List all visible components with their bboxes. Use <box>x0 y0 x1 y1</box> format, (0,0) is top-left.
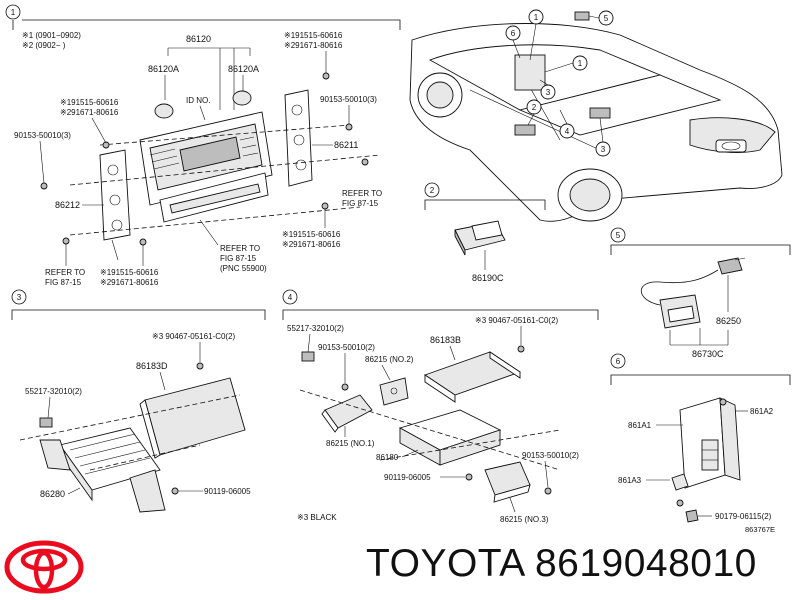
id-number-label: ID NO. <box>186 96 210 105</box>
label-86120a-right: 86120A <box>228 64 259 74</box>
label-86215-no2: 86215 (NO.2) <box>365 355 414 364</box>
label-86190c: 86190C <box>472 273 504 283</box>
label-86215-no3: 86215 (NO.3) <box>500 515 549 524</box>
refer-right-2: FIG 87-15 <box>342 199 379 208</box>
bracket-86215-no1 <box>321 394 373 433</box>
label-861a2: 861A2 <box>750 407 774 416</box>
note-2: ※2 (0902− ) <box>22 41 66 50</box>
label-90467-s4: ※3 90467-05161-C0(2) <box>475 316 559 325</box>
label-291671-top-left: ※291671-80616 <box>60 108 119 117</box>
refer-bottom-left-1: REFER TO <box>45 268 85 277</box>
label-86180: 86180 <box>376 453 399 462</box>
radio-head-unit <box>139 111 273 223</box>
car-callout-7: 4 <box>565 127 570 136</box>
refer-bottom-1: REFER TO <box>220 244 260 253</box>
knob-right <box>232 90 252 106</box>
label-291671-top-right: ※291671-80616 <box>284 41 343 50</box>
amplifier-86280 <box>39 427 166 513</box>
car-callout-2: 5 <box>604 14 609 23</box>
label-291671-bottom-right: ※291671-80616 <box>282 240 341 249</box>
figure-code: 863767E <box>745 525 775 534</box>
car-callout-8: 3 <box>601 145 606 154</box>
section-1-num: 1 <box>11 8 16 17</box>
note-1: ※1 (0901−0902) <box>22 31 81 40</box>
refer-bottom-2: FIG 87-15 <box>220 254 257 263</box>
label-86183b: 86183B <box>430 335 461 345</box>
black-note: ※3 BLACK <box>297 513 337 522</box>
label-86250: 86250 <box>716 316 741 326</box>
usb-cable-86730c <box>641 257 746 329</box>
label-86211: 86211 <box>334 140 358 150</box>
section-4-num: 4 <box>288 293 293 302</box>
label-90119-s4: 90119-06005 <box>384 473 431 482</box>
brand-part-number: 8619048010 <box>534 542 757 585</box>
bracket-86215-no3 <box>484 461 531 503</box>
section-3: 3 ※3 90467-05161-C0(2) 86183D 55217-3201… <box>11 289 266 513</box>
section-1: 1 ※1 (0901−0902) ※2 (0902− ) 86120 86120… <box>5 4 401 287</box>
section-2: 2 86190C <box>424 182 546 283</box>
label-90153-left: 90153-50010(3) <box>14 131 71 140</box>
label-90153-s4-right: 90153-50010(2) <box>522 451 579 460</box>
knob-left <box>154 103 174 119</box>
section-6-num: 6 <box>616 357 621 366</box>
label-861a3: 861A3 <box>618 476 642 485</box>
car-callout-4: 1 <box>578 59 583 68</box>
car-callout-3: 6 <box>511 29 516 38</box>
label-191515-top-left: ※191515-60616 <box>60 98 119 107</box>
label-90153-s4: 90153-50010(2) <box>318 343 375 352</box>
label-86730c: 86730C <box>692 349 724 359</box>
label-86120a-left: 86120A <box>148 64 179 74</box>
left-bracket-86212 <box>99 149 131 261</box>
label-90467-s3: ※3 90467-05161-C0(2) <box>152 332 236 341</box>
label-86183d: 86183D <box>136 361 168 371</box>
refer-bottom-left-2: FIG 87-15 <box>45 278 82 287</box>
section-6: 6 861A1 861A2 861A3 90179-06115(2) 86376… <box>610 353 791 534</box>
section-4: 4 55217-32010(2) 90153-50010(2) 86215 (N… <box>282 289 599 524</box>
label-86280: 86280 <box>40 489 65 499</box>
section-3-num: 3 <box>17 293 22 302</box>
brand-name: TOYOTA <box>366 542 524 585</box>
label-86215-no1: 86215 (NO.1) <box>326 439 375 448</box>
right-bracket-86211 <box>284 89 313 187</box>
module-861a1 <box>679 397 741 489</box>
label-191515-bottom-left: ※191515-60616 <box>100 268 159 277</box>
label-291671-bottom-left: ※291671-80616 <box>100 278 159 287</box>
refer-bottom-3: (PNC 55900) <box>220 264 267 273</box>
module-86180 <box>398 409 502 466</box>
section-5-num: 5 <box>616 231 621 240</box>
car-callout-5: 3 <box>546 88 551 97</box>
refer-right-1: REFER TO <box>342 189 382 198</box>
car-callouts: 1 5 6 1 3 2 4 3 <box>505 9 614 157</box>
section-1-badge <box>5 4 21 20</box>
label-55217-s4: 55217-32010(2) <box>287 324 344 333</box>
label-55217-s3: 55217-32010(2) <box>25 387 82 396</box>
brand-title: TOYOTA 8619048010 <box>366 544 757 583</box>
label-191515-bottom-right: ※191515-60616 <box>282 230 341 239</box>
section-2-num: 2 <box>430 186 435 195</box>
label-90179: 90179-06115(2) <box>715 512 772 521</box>
toyota-logo <box>4 540 84 594</box>
vehicle-overview-illustration: 1 5 6 1 3 2 4 3 <box>409 9 783 222</box>
bracket-86215-no2 <box>379 377 409 406</box>
label-90119-s3: 90119-06005 <box>204 487 251 496</box>
cover-86183d <box>139 377 246 459</box>
cover-86183b <box>424 351 521 403</box>
section-5: 5 86250 86730C <box>610 227 791 359</box>
label-90153-right: 90153-50010(3) <box>320 95 377 104</box>
label-86120: 86120 <box>186 34 211 44</box>
car-callout-6: 2 <box>532 103 537 112</box>
car-callout-1: 1 <box>534 13 539 22</box>
label-86212: 86212 <box>55 200 80 210</box>
section-1-bracket <box>22 19 401 30</box>
label-191515-top-right: ※191515-60616 <box>284 31 343 40</box>
label-861a1: 861A1 <box>628 421 652 430</box>
switch-86190c <box>454 220 506 256</box>
